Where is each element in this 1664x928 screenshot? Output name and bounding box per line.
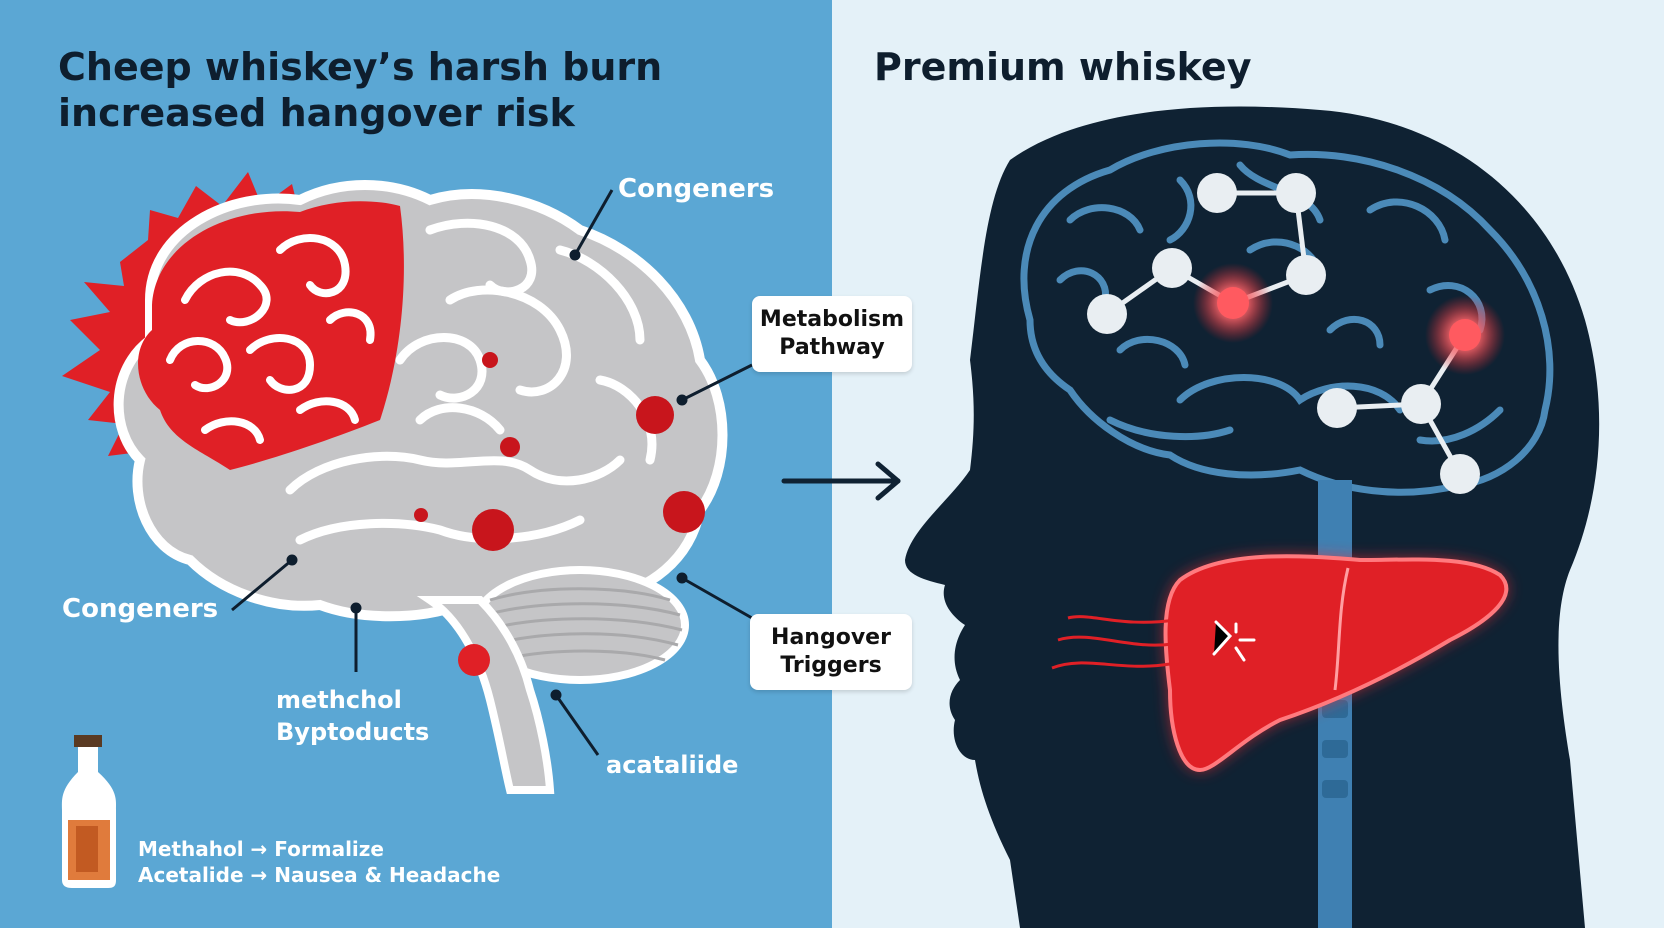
callout-metabolism-pathway: Metabolism Pathway	[752, 296, 912, 372]
bottle-icon	[61, 735, 117, 888]
callout-hangover-triggers: Hangover Triggers	[750, 614, 912, 690]
molecule-icon	[1087, 173, 1505, 494]
label-acatalide: acataliide	[606, 751, 739, 779]
callout-metabolism-line1: Metabolism	[759, 307, 905, 332]
left-title: Cheep whiskey’s harsh burn increased han…	[58, 44, 778, 136]
leader-lines	[231, 189, 753, 756]
right-title: Premium whiskey	[874, 45, 1252, 89]
bottom-notes: Methahol → Formalize Acetalide → Nausea …	[138, 836, 500, 888]
callout-hangover-line1: Hangover	[771, 625, 891, 650]
left-title-line1: Cheep whiskey’s harsh burn	[58, 45, 663, 89]
callout-metabolism-line2: Pathway	[779, 335, 885, 360]
label-methchol-line2: Byptoducts	[276, 718, 430, 746]
label-methchol-line1: methchol	[276, 686, 402, 714]
toxin-dots	[414, 352, 705, 676]
note-line2: Acetalide → Nausea & Headache	[138, 863, 501, 887]
brain-gyri-red	[166, 234, 375, 444]
label-methchol-byproducts: methchol Byptoducts	[276, 684, 429, 748]
note-line1: Methahol → Formalize	[138, 837, 384, 861]
callout-hangover-line2: Triggers	[780, 653, 882, 678]
brain-gyri-gray	[285, 218, 657, 545]
head-silhouette	[905, 106, 1600, 928]
head-brain-outline	[1020, 139, 1554, 496]
liver-icon	[1051, 554, 1509, 773]
pain-spark-icon	[1212, 620, 1256, 662]
arrow-right-icon	[781, 461, 901, 501]
label-congeners-top: Congeners	[618, 174, 775, 204]
label-congeners-left: Congeners	[62, 594, 219, 624]
left-title-line2: increased hangover risk	[58, 91, 575, 135]
brain-illustration	[62, 172, 728, 794]
blood-flow-lines	[1051, 615, 1176, 670]
